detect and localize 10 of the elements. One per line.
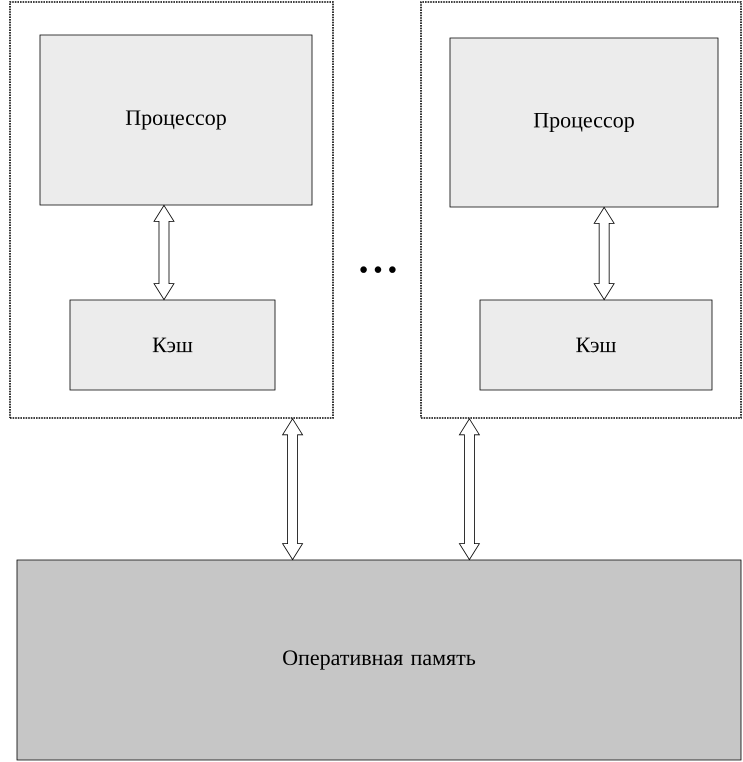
- processor-box: Процессор: [450, 38, 718, 208]
- ellipsis-label: • • •: [360, 266, 396, 273]
- dotted-group-frame: [9, 1, 334, 419]
- memory-box: Оперативная память: [16, 560, 742, 760]
- double-arrow: [282, 418, 304, 560]
- cache-box: Кэш: [480, 300, 712, 390]
- processor-box: Процессор: [40, 34, 312, 206]
- dotted-group-frame: [420, 1, 742, 419]
- double-arrow: [458, 418, 480, 560]
- cache-box: Кэш: [70, 300, 276, 390]
